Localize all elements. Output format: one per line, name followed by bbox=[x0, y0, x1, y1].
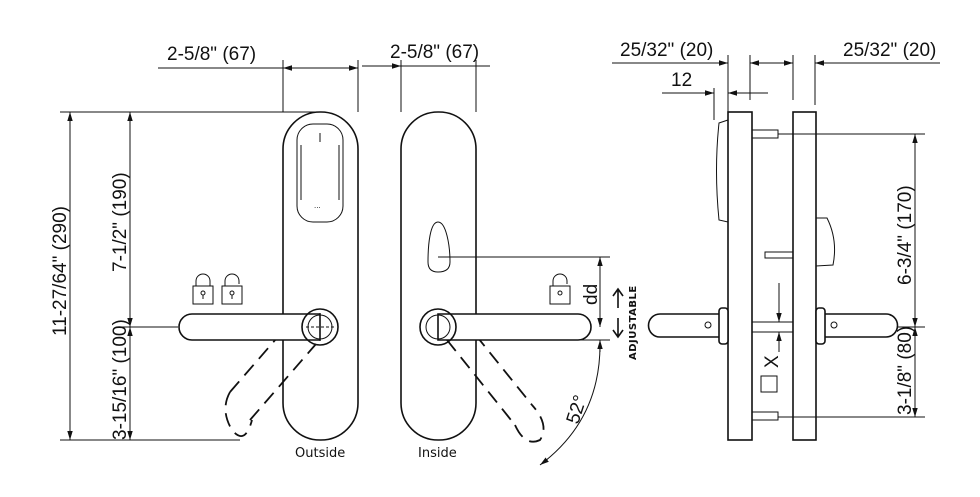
screw-spacing-upper-label: 6-3/4" (170) bbox=[895, 185, 916, 285]
outside-handle-rotated bbox=[229, 315, 297, 393]
spindle-label: X bbox=[762, 355, 783, 368]
side-view: X bbox=[647, 111, 899, 441]
inside-plate-side bbox=[792, 111, 817, 441]
angle-arc bbox=[539, 344, 601, 466]
dd-label: dd bbox=[581, 284, 602, 305]
arrow-down-icon bbox=[612, 318, 624, 339]
inside-handle-rotated bbox=[446, 339, 516, 426]
inside-width-label: 2-5/8" (67) bbox=[390, 42, 479, 63]
thumbturn-side bbox=[815, 217, 835, 267]
side-offset-label: 12 bbox=[671, 70, 692, 91]
spindle-square bbox=[760, 375, 778, 393]
total-height-label: 11-27/64" (290) bbox=[50, 206, 71, 336]
inside-plate bbox=[400, 111, 477, 441]
outside-view: ... Outside bbox=[178, 111, 359, 461]
locked-icon bbox=[192, 273, 214, 305]
unlocked-icon bbox=[221, 273, 243, 305]
reader-profile bbox=[716, 119, 729, 223]
arrow-up-icon bbox=[612, 287, 624, 308]
screw-spacing-lower-label: 3-1/8" (80) bbox=[895, 326, 916, 415]
outside-handle bbox=[178, 313, 321, 341]
card-reader-window bbox=[296, 123, 344, 223]
adjustable-label: ADJUSTABLE bbox=[628, 285, 639, 360]
outside-plate bbox=[282, 111, 359, 441]
svg-text:...: ... bbox=[314, 201, 321, 210]
outside-plate-side bbox=[727, 111, 753, 441]
inside-handle bbox=[437, 313, 592, 341]
outside-width-label: 2-5/8" (67) bbox=[167, 44, 256, 65]
inside-handle-side bbox=[823, 313, 899, 338]
inside-label: Inside bbox=[418, 446, 457, 461]
unlocked-icon bbox=[549, 273, 571, 305]
angle-label: 52° bbox=[563, 393, 592, 427]
side-left-thickness-label: 25/32" (20) bbox=[620, 40, 713, 61]
inside-view: Inside bbox=[400, 111, 610, 461]
outside-handle-side bbox=[647, 313, 721, 338]
outside-label: Outside bbox=[295, 446, 345, 461]
upper-height-label: 7-1/2" (190) bbox=[110, 172, 131, 272]
inside-rosette bbox=[419, 308, 457, 346]
spindle bbox=[751, 321, 794, 333]
thumbturn bbox=[427, 221, 451, 273]
side-right-thickness-label: 25/32" (20) bbox=[843, 40, 936, 61]
lower-height-label: 3-15/16" (100) bbox=[110, 319, 131, 440]
outside-rosette bbox=[301, 308, 339, 346]
